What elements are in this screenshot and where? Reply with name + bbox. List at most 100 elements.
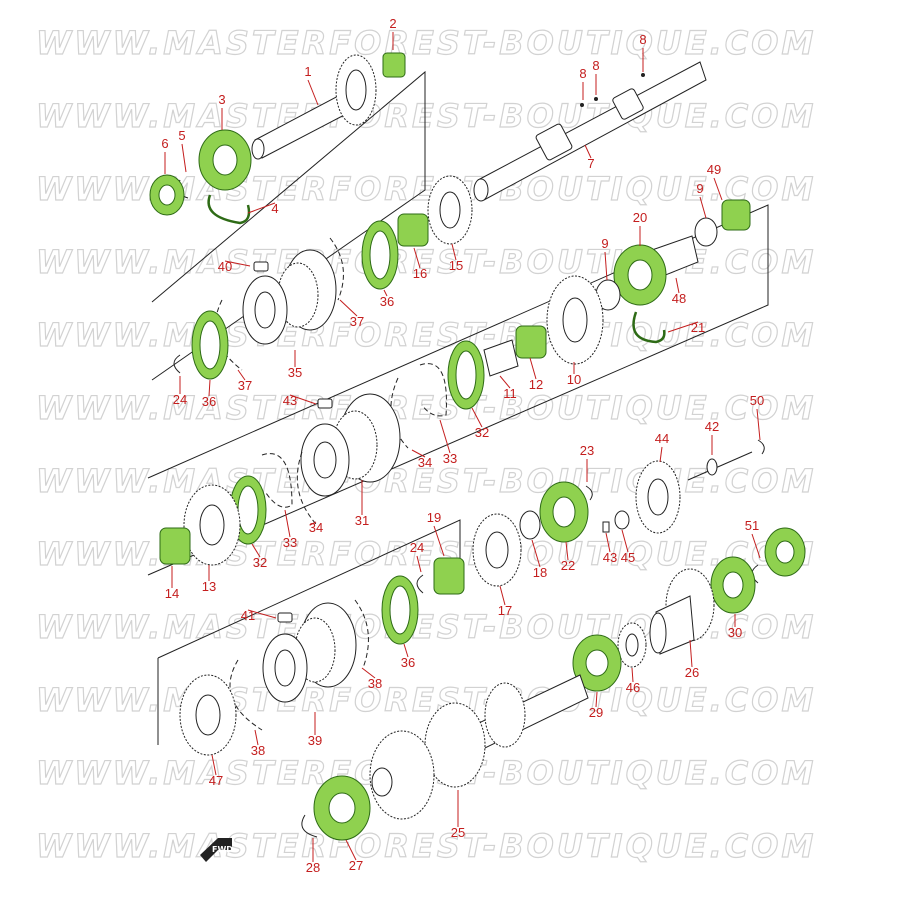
snap-ring-24-lower — [416, 574, 424, 594]
callout-c45: 45 — [621, 550, 635, 565]
key-40 — [253, 261, 269, 272]
callout-c36c: 36 — [401, 655, 415, 670]
synchro-hub-39 — [262, 602, 357, 703]
synchro-hub-35 — [242, 249, 337, 345]
leader-line-c15 — [451, 243, 457, 261]
gear-13 — [183, 484, 241, 566]
gear-10 — [546, 275, 604, 365]
callout-c44: 44 — [655, 431, 669, 446]
leader-line-c50 — [756, 408, 761, 441]
leader-line-c36b — [208, 379, 211, 397]
callout-c37b: 37 — [238, 378, 252, 393]
callout-c31: 31 — [355, 513, 369, 528]
leader-line-c34a — [411, 449, 426, 458]
gear-26 — [649, 568, 715, 655]
callout-c9a: 9 — [601, 236, 608, 251]
callout-c43b: 43 — [603, 550, 617, 565]
needle-bearing-14 — [159, 527, 191, 565]
callout-c14: 14 — [165, 586, 179, 601]
leader-line-c9a — [604, 251, 608, 281]
watermark-text: WWW.MASTERFOREST-BOUTIQUE.COM — [35, 461, 817, 500]
callout-c9b: 9 — [696, 181, 703, 196]
callout-c46: 46 — [626, 680, 640, 695]
callout-c34b: 34 — [309, 520, 323, 535]
callout-c4: 4 — [271, 201, 278, 216]
callout-c32b: 32 — [253, 555, 267, 570]
needle-bearing-19 — [433, 557, 465, 595]
spring-33-lower — [261, 453, 293, 508]
leader-line-c33b — [284, 509, 291, 538]
shaft-42 — [687, 451, 753, 481]
gear-47 — [179, 674, 237, 756]
callout-c32a: 32 — [475, 425, 489, 440]
callout-c15: 15 — [449, 258, 463, 273]
callout-c12: 12 — [529, 377, 543, 392]
washer-45 — [614, 510, 630, 530]
watermark-text: WWW.MASTERFOREST-BOUTIQUE.COM — [35, 23, 817, 62]
callout-c27: 27 — [349, 858, 363, 873]
callout-c21: 21 — [691, 320, 705, 335]
callout-c20: 20 — [633, 210, 647, 225]
leader-line-c51 — [751, 533, 761, 559]
callout-c28: 28 — [306, 860, 320, 875]
leader-line-c40 — [224, 260, 251, 267]
snap-ring-23 — [585, 485, 593, 501]
callout-c23: 23 — [580, 443, 594, 458]
callout-c24a: 24 — [173, 392, 187, 407]
callout-labels: 1234567888991011121314151617181920212223… — [161, 16, 764, 875]
callout-c16: 16 — [413, 266, 427, 281]
leader-line-c46 — [631, 667, 634, 683]
countershaft-25 — [369, 674, 589, 820]
callout-c36a: 36 — [380, 294, 394, 309]
input-shaft — [251, 54, 377, 160]
leader-line-c19 — [433, 525, 445, 557]
leader-line-c18 — [531, 539, 541, 568]
leader-line-c9b — [699, 196, 707, 219]
sleeve-11 — [483, 339, 519, 377]
leader-line-c37a — [339, 299, 358, 317]
callout-c3: 3 — [218, 92, 225, 107]
gear-17 — [472, 513, 522, 587]
gear-46 — [617, 622, 647, 668]
callout-c49: 49 — [707, 162, 721, 177]
callout-c29: 29 — [589, 705, 603, 720]
spring-33-upper — [419, 363, 447, 417]
callout-c24b: 24 — [410, 540, 424, 555]
snap-ring-50 — [757, 439, 765, 455]
callout-c42: 42 — [705, 419, 719, 434]
callout-c36b: 36 — [202, 394, 216, 409]
leader-line-c37b — [237, 369, 246, 381]
callout-c1: 1 — [304, 64, 311, 79]
leader-line-c41 — [247, 609, 277, 619]
leader-line-c24b — [416, 555, 422, 573]
callout-c8b: 8 — [592, 58, 599, 73]
washer-9-upper — [694, 217, 718, 247]
leader-line-c33a — [439, 419, 451, 454]
callout-c2: 2 — [389, 16, 396, 31]
leader-line-c47 — [211, 754, 217, 776]
leader-line-c32a — [471, 407, 483, 428]
leader-line-c21 — [667, 321, 699, 333]
callout-c30: 30 — [728, 625, 742, 640]
leader-line-c4 — [247, 202, 276, 214]
spring-38-lower — [229, 659, 263, 731]
callout-c17: 17 — [498, 603, 512, 618]
callout-c10: 10 — [567, 372, 581, 387]
leader-line-c49 — [713, 177, 723, 201]
key-41 — [277, 612, 293, 623]
leader-lines — [164, 32, 761, 862]
callout-c8a: 8 — [579, 66, 586, 81]
spring-38-upper — [354, 599, 369, 669]
callout-c7: 7 — [587, 156, 594, 171]
spring-37-lower — [214, 299, 243, 371]
callout-c33a: 33 — [443, 451, 457, 466]
callout-c11: 11 — [503, 386, 517, 401]
frame-middle — [147, 204, 769, 576]
snap-ring-28 — [301, 814, 318, 838]
needle-bearing-12 — [515, 325, 547, 359]
callout-c37a: 37 — [350, 314, 364, 329]
callout-c50: 50 — [750, 393, 764, 408]
key-43-upper — [317, 398, 333, 409]
